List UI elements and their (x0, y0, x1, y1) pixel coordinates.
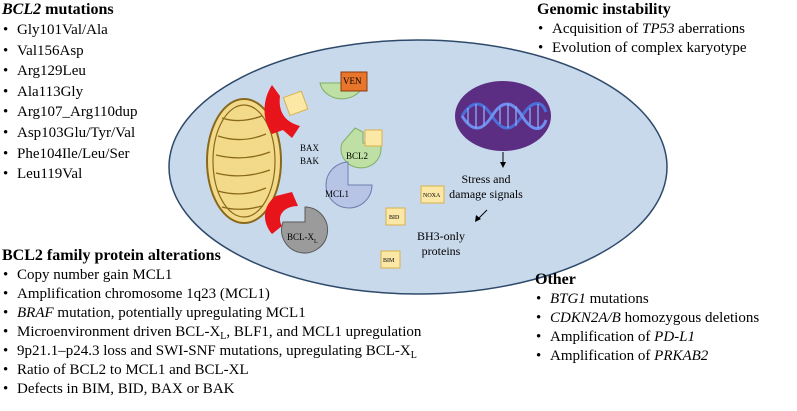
bax-bak-receptor-bottom (264, 192, 298, 234)
bid-ligand: BID (385, 207, 406, 226)
list-item: Gly101Val/Ala (2, 20, 138, 41)
list-item: BRAF mutation, potentially upregulating … (2, 304, 421, 323)
ven-drug-square (340, 71, 368, 92)
bcl2-protein: BCL2 (340, 127, 383, 169)
list-item: Acquisition of TP53 aberrations (537, 20, 747, 39)
list-item: Phe104Ile/Leu/Ser (2, 144, 138, 165)
list-item: Defects in BIM, BID, BAX or BAK (2, 380, 421, 399)
other-panel: Other BTG1 mutations CDKN2A/B homozygous… (535, 270, 759, 366)
bh3-ligand-square-top (282, 90, 309, 117)
list-item: Amplification of PD-L1 (535, 328, 759, 347)
bax-label: BAX (300, 143, 320, 153)
bim-ligand: BIM (380, 250, 401, 269)
genomic-instability-title: Genomic instability (537, 1, 671, 18)
list-item: Microenvironment driven BCL-XL, BLF1, an… (2, 323, 421, 342)
other-title: Other (535, 271, 576, 288)
mcl1-protein: MCL1 (325, 161, 373, 209)
ven-label: VEN (343, 76, 362, 86)
genomic-instability-list: Acquisition of TP53 aberrations Evolutio… (537, 20, 747, 58)
list-item: Amplification of PRKAB2 (535, 347, 759, 366)
list-item: Amplification chromosome 1q23 (MCL1) (2, 285, 421, 304)
list-item: BTG1 mutations (535, 290, 759, 309)
bcl2-label: BCL2 (346, 151, 368, 161)
list-item: Ratio of BCL2 to MCL1 and BCL-XL (2, 361, 421, 380)
list-item: Arg107_Arg110dup (2, 102, 138, 123)
bcl2-mutations-title: BCL2 mutations (2, 1, 114, 18)
bax-bak-receptor-top (264, 85, 300, 138)
dna-nucleus (455, 81, 551, 151)
bak-label: BAK (300, 156, 320, 166)
mitochondrion (206, 98, 282, 224)
bcl2-ven-complex: VEN (319, 71, 368, 100)
list-item: Asp103Glu/Tyr/Val (2, 123, 138, 144)
svg-text:NOXA: NOXA (423, 193, 441, 199)
family-alterations-list: Copy number gain MCL1 Amplification chro… (2, 266, 421, 399)
stress-label-line1: Stress and (462, 172, 511, 186)
list-item: Copy number gain MCL1 (2, 266, 421, 285)
svg-text:BIM: BIM (383, 258, 395, 264)
bclxl-protein: BCL-XL (281, 206, 329, 254)
family-alterations-title: BCL2 family protein alterations (2, 247, 221, 264)
mcl1-label: MCL1 (325, 189, 349, 199)
list-item: Evolution of complex karyotype (537, 39, 747, 58)
arrow-head-2 (475, 215, 481, 222)
bcl2-mutations-list: Gly101Val/Ala Val156Asp Arg129Leu Ala113… (2, 20, 138, 185)
arrow-head-1 (500, 162, 506, 168)
bclxl-label: BCL-XL (287, 232, 318, 245)
svg-text:BID: BID (389, 215, 400, 221)
noxa-ligand: NOXA (420, 185, 445, 204)
bh3-label-line2: proteins (422, 244, 461, 258)
bh3-label-line1: BH3-only (417, 229, 465, 243)
list-item: Ala113Gly (2, 82, 138, 103)
list-item: Val156Asp (2, 41, 138, 62)
list-item: Arg129Leu (2, 61, 138, 82)
list-item: CDKN2A/B homozygous deletions (535, 309, 759, 328)
genomic-instability-panel: Genomic instability Acquisition of TP53 … (537, 0, 747, 58)
arrow-stress-to-bh3 (477, 209, 488, 220)
other-list: BTG1 mutations CDKN2A/B homozygous delet… (535, 290, 759, 366)
list-item: Leu119Val (2, 164, 138, 185)
family-alterations-panel: BCL2 family protein alterations Copy num… (2, 246, 421, 399)
list-item: 9p21.1–p24.3 loss and SWI-SNF mutations,… (2, 342, 421, 361)
bcl2-mutations-panel: BCL2 mutations Gly101Val/Ala Val156Asp A… (2, 0, 138, 185)
stress-label-line2: damage signals (449, 187, 523, 201)
